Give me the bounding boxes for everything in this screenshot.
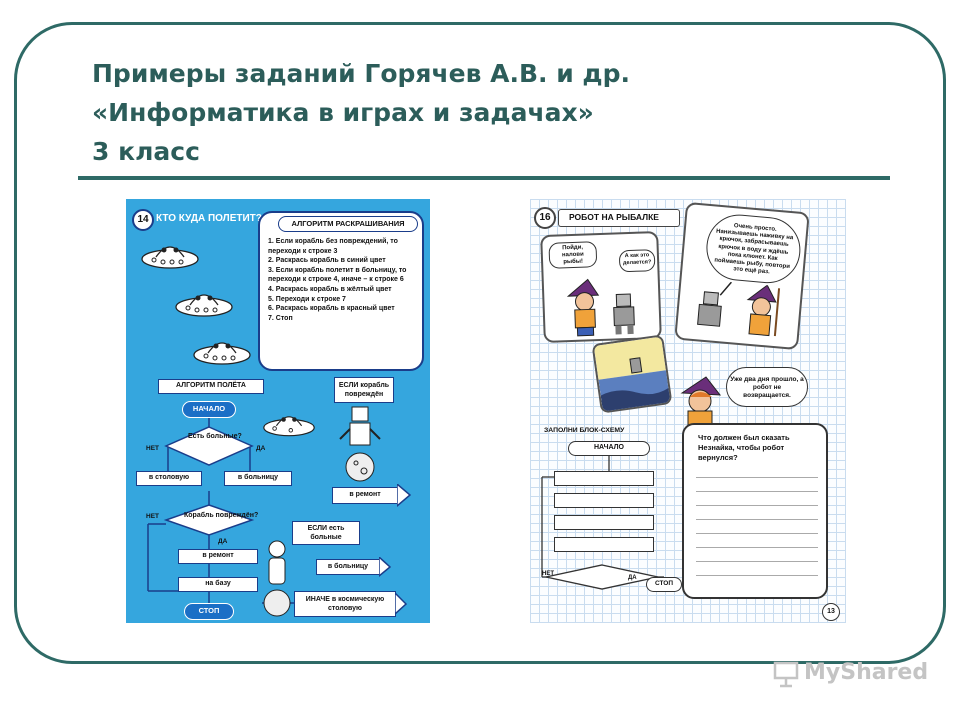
comic-panel-2: Очень просто. Нанизываешь наживку на крю… (674, 201, 810, 351)
watermark: MyShared (772, 654, 932, 694)
title-line-1: Примеры заданий Горячев А.В. и др. (92, 59, 631, 88)
answer-line (696, 505, 818, 506)
empty-flowchart (541, 456, 664, 590)
lake-illustration (593, 336, 673, 414)
algorithm-step: 2. Раскрась корабль в синий цвет (268, 257, 386, 265)
page-title: РОБОТ НА РЫБАЛКЕ (558, 209, 680, 227)
answer-line (696, 519, 818, 520)
spaceship-icon (141, 246, 199, 269)
to-canteen-box: в столовую (136, 471, 202, 486)
empty-flowchart-block (554, 493, 654, 508)
to-repair-box: в ремонт (178, 549, 258, 564)
flight-algorithm-header: АЛГОРИТМ ПОЛЁТА (158, 379, 264, 394)
empty-flowchart-block (554, 537, 654, 552)
flowchart-start: НАЧАЛО (182, 401, 236, 418)
flowchart-start: НАЧАЛО (568, 441, 650, 456)
arrow-right-icon (379, 557, 391, 577)
repair-arrow-box: в ремонт (332, 487, 398, 504)
page-footer-number: 13 (822, 603, 840, 621)
algorithm-step: 4. Раскрась корабль в жёлтый цвет (268, 285, 392, 293)
answer-line (696, 575, 818, 576)
algorithm-step: 7. Стоп (268, 314, 293, 322)
empty-flowchart-block (554, 515, 654, 530)
title-line-3: 3 класс (92, 137, 200, 166)
to-base-box: на базу (178, 577, 258, 592)
branch-yes-label: ДА (218, 538, 228, 545)
if-damaged-box: ЕСЛИ корабль повреждён (334, 377, 394, 403)
speech-bubble: Уже два дня прошло, а робот не возвращае… (726, 367, 808, 407)
characters-illustration (566, 278, 635, 337)
watermark-text: MyShared (804, 660, 929, 685)
algorithm-step: 1. Если корабль без повреждений, то пере… (268, 238, 398, 255)
page-number-badge: 16 (534, 207, 556, 229)
decision-ship-damaged: Корабль повреждён? (184, 512, 259, 519)
empty-flowchart-block (554, 471, 654, 486)
comic-panel-3 (591, 334, 673, 414)
title-underline (78, 176, 890, 180)
algorithm-step: 6. Раскрась корабль в красный цвет (268, 305, 395, 313)
algorithm-step: 3. Если корабль полетит в больницу, то п… (268, 266, 407, 284)
hospital-arrow-box: в больницу (316, 559, 380, 575)
arrow-right-icon (397, 484, 411, 507)
astronaut-icon (263, 540, 291, 617)
algorithm-step: 5. Переходи к строке 7 (268, 295, 346, 303)
question-text: Что должен был сказать Незнайка, чтобы р… (698, 433, 790, 462)
flowchart-stop: СТОП (646, 577, 682, 592)
flowchart-stop: СТОП (184, 603, 234, 620)
title-line-2: «Информатика в играх и задачах» (92, 98, 594, 127)
spaceship-icon (175, 294, 233, 317)
branch-no-label: НЕТ (542, 571, 554, 577)
else-canteen-box: ИНАЧЕ в космическую столовую (294, 591, 396, 617)
page-title: КТО КУДА ПОЛЕТИТ? (156, 213, 262, 224)
branch-yes-label: ДА (628, 575, 637, 581)
robot-icon (339, 406, 381, 482)
textbook-page-left: 14 КТО КУДА ПОЛЕТИТ? АЛГОРИТМ РАСКРАШИВА… (126, 199, 430, 623)
arrow-right-icon (395, 593, 407, 615)
answer-line (696, 547, 818, 548)
to-hospital-box: в больницу (224, 471, 292, 486)
textbook-page-right: 16 РОБОТ НА РЫБАЛКЕ Пойди, налови рыбы! … (530, 199, 846, 623)
decision-has-sick: Есть больные? (188, 433, 242, 440)
flowchart-task-header: ЗАПОЛНИ БЛОК-СХЕМУ (544, 427, 625, 434)
branch-no-label: НЕТ (146, 445, 159, 452)
comic-panel-1: Пойди, налови рыбы! А как это делается? (540, 230, 662, 344)
spaceship-icon (263, 416, 315, 437)
slide-title: Примеры заданий Горячев А.В. и др. «Инфо… (92, 54, 892, 171)
if-sick-box: ЕСЛИ есть больные (292, 521, 360, 545)
branch-no-label: НЕТ (146, 513, 159, 520)
page-number-badge: 14 (132, 209, 154, 231)
characters-illustration (697, 281, 781, 337)
flowchart-connectors (147, 418, 294, 604)
answer-box: Что должен был сказать Незнайка, чтобы р… (682, 423, 828, 599)
answer-line (696, 477, 818, 478)
projector-screen-icon (773, 661, 799, 688)
answer-line (696, 533, 818, 534)
branch-yes-label: ДА (256, 445, 266, 452)
coloring-algorithm-header: АЛГОРИТМ РАСКРАШИВАНИЯ (278, 216, 418, 232)
coloring-algorithm-steps: 1. Если корабль без повреждений, то пере… (268, 237, 422, 323)
coloring-algorithm-card: АЛГОРИТМ РАСКРАШИВАНИЯ 1. Если корабль б… (258, 211, 424, 371)
spaceship-icon (193, 342, 251, 365)
answer-line (696, 491, 818, 492)
answer-line (696, 561, 818, 562)
